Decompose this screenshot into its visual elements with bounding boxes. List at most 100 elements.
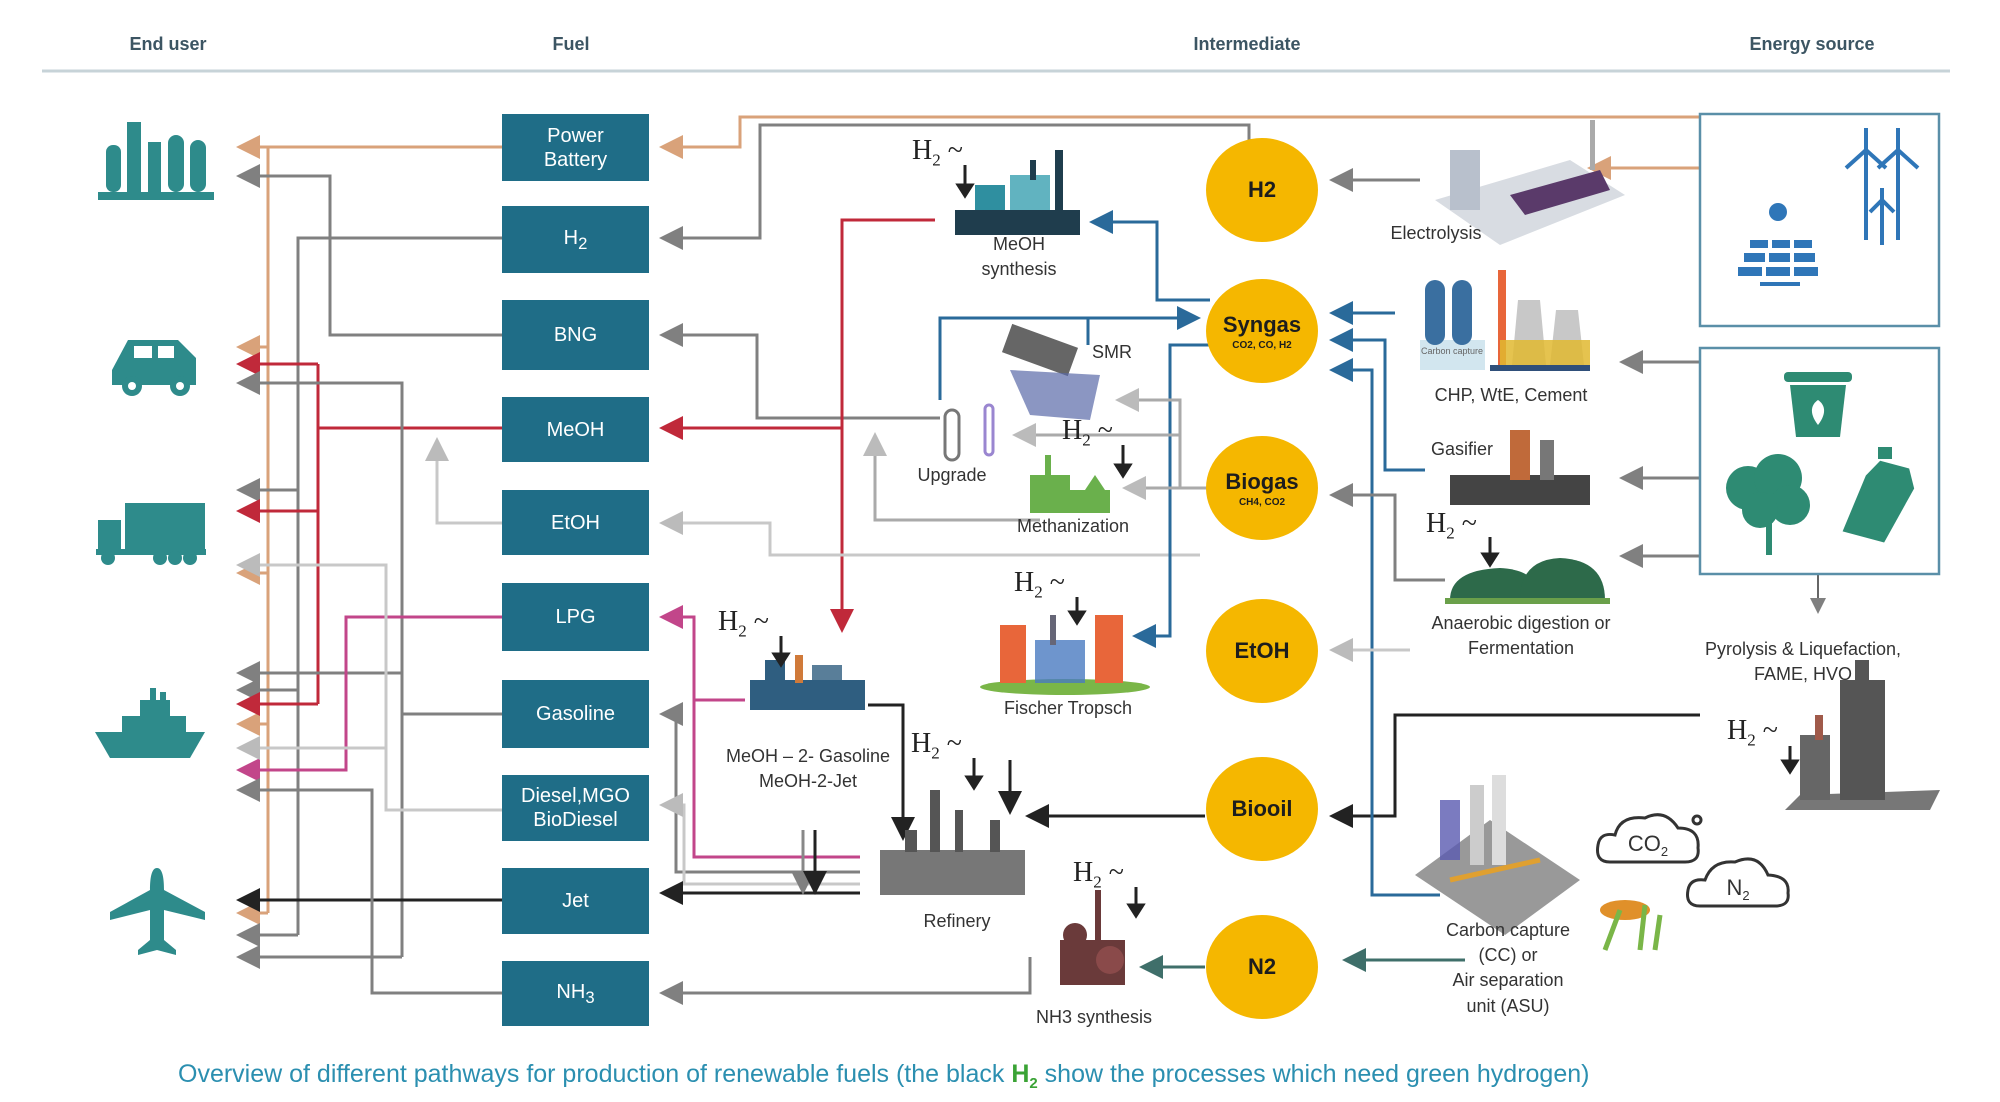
chp-illustration [1420,270,1590,371]
flow-to-diesel [659,793,860,886]
flow-gasoline-bus [236,371,502,716]
fuel-label: Jet [562,890,589,912]
h2-marker: H2 ~ [1727,715,1778,750]
h2-marker: H2 ~ [1014,567,1065,602]
fuel-lpg: LPG [502,583,649,651]
fuel-label: Battery [543,148,608,171]
h2-marker: H2 ~ [1062,415,1113,450]
intermediate-label: Biooil [1231,796,1293,821]
fuel-h2: H2 [502,206,649,273]
flow-meoh-synth-to-meoh [659,218,935,440]
factory-icon [98,122,214,200]
fuel-power-battery: Power Battery [502,114,649,181]
solar-panel-icon [1738,203,1818,286]
flow-ad-to-biogas [1329,483,1445,582]
h2-marker: H2 ~ [718,606,769,641]
co2-cloud-label: CO2 [1627,830,1669,860]
h2-input-arrows [771,165,1800,919]
gasifier-illustration [1450,430,1590,505]
airplane-icon [110,868,205,955]
intermediate-h2: H2 [1206,138,1318,242]
intermediate-label: EtOH [1234,638,1290,663]
flow-syngas-to-ft [1132,343,1215,648]
smr-illustration [1001,323,1100,420]
flow-syngas-to-meoh [1089,210,1210,302]
carbon-capture-illustration [1415,775,1580,935]
flow-upgrade-to-syngas [938,306,1201,400]
intermediate-n2: N2 [1206,915,1318,1019]
ship-icon [95,688,205,758]
h2-marker: H2 ~ [1073,857,1124,892]
flow-upgrade-to-bng [659,323,940,420]
fuel-label: EtOH [551,511,600,534]
fuel-label: BNG [553,324,598,346]
energy-source-renewable-electricity [1698,112,1941,328]
fuel-label: NH3 [556,980,595,1007]
fuel-jet: Jet [502,868,649,934]
fischer-tropsch-illustration [980,615,1150,695]
waste-bin-icon [1784,372,1852,437]
refinery-illustration [880,790,1025,895]
process-refinery-label: Refinery [923,911,991,931]
n2-cloud-icon [1686,857,1790,908]
process-methanization-label: Methanization [1016,516,1130,536]
flow-to-lpg [659,605,860,859]
n2-cloud-label: N2 [1726,874,1750,904]
intermediate-label: N2 [1247,954,1277,979]
electrolysis-illustration [1435,120,1625,245]
process-smr-label: SMR [1092,342,1132,362]
flow-h2-to-h2fuel [659,123,1251,250]
fuel-nh3: NH3 [502,961,649,1026]
tree-icon [1726,454,1810,555]
h2-marker: H2 ~ [911,728,962,763]
fuel-gasoline: Gasoline [502,680,649,748]
fuel-bng: BNG [502,300,649,370]
fuel-meoh: MeOH [502,397,649,462]
fuel-label: Power [547,124,604,147]
process-pyrolysis-label: Pyrolysis & Liquefaction,FAME, HVO [1704,639,1902,685]
intermediate-composition: CO2, CO, H2 [1232,339,1292,351]
flow-gasifier-to-syngas [1329,328,1425,472]
process-nh3-synthesis-label: NH3 synthesis [1035,1007,1153,1027]
column-header-fuel: Fuel [552,34,590,54]
process-upgrade-label: Upgrade [917,465,987,485]
h2-marker: H2 ~ [912,135,963,170]
flow-methanization-up [863,432,1040,522]
flow-etoh-up [425,437,502,525]
flow-lines [236,115,1826,1005]
wind-turbine-icon [1844,128,1920,245]
pyrolysis-illustration [1785,660,1940,810]
air-plant-illustration [1600,900,1663,951]
fuel-etoh: EtOH [502,490,649,555]
flow-nh3synth-to-nh3 [659,957,1032,1005]
column-header-intermediate: Intermediate [1193,34,1301,54]
flow-diesel [236,553,502,812]
nh3-synthesis-illustration [1060,890,1125,985]
fuel-label: Gasoline [536,703,615,725]
upgrade-illustration [943,403,995,462]
fuel-label: MeOH [546,418,605,441]
anaerobic-digestion-illustration [1445,558,1610,604]
bottle-icon [1842,447,1915,543]
fuel-label: Diesel,MGO [521,785,630,807]
fuel-label: BioDiesel [533,809,618,831]
flow-biogas-to-smr [1115,388,1182,488]
intermediate-etoh: EtOH [1206,599,1318,703]
meoh-synthesis-illustration [955,150,1080,235]
intermediate-composition: CH4, CO2 [1238,496,1286,508]
fuel-label: LPG [555,606,596,628]
truck-icon [96,503,206,565]
column-header-end-user: End user [129,34,207,54]
process-fischer-tropsch-label: Fischer Tropsch [1003,698,1133,718]
process-chp-label: CHP, WtE, Cement [1434,385,1588,405]
intermediate-biooil: Biooil [1206,757,1318,861]
flow-pyrolysis-to-biooil [1329,713,1700,828]
h2-marker: H2 ~ [1426,508,1477,543]
mtg-illustration [750,655,865,710]
process-gasifier-label: Gasifier [1430,439,1494,459]
co2-cloud-icon [1596,813,1703,864]
